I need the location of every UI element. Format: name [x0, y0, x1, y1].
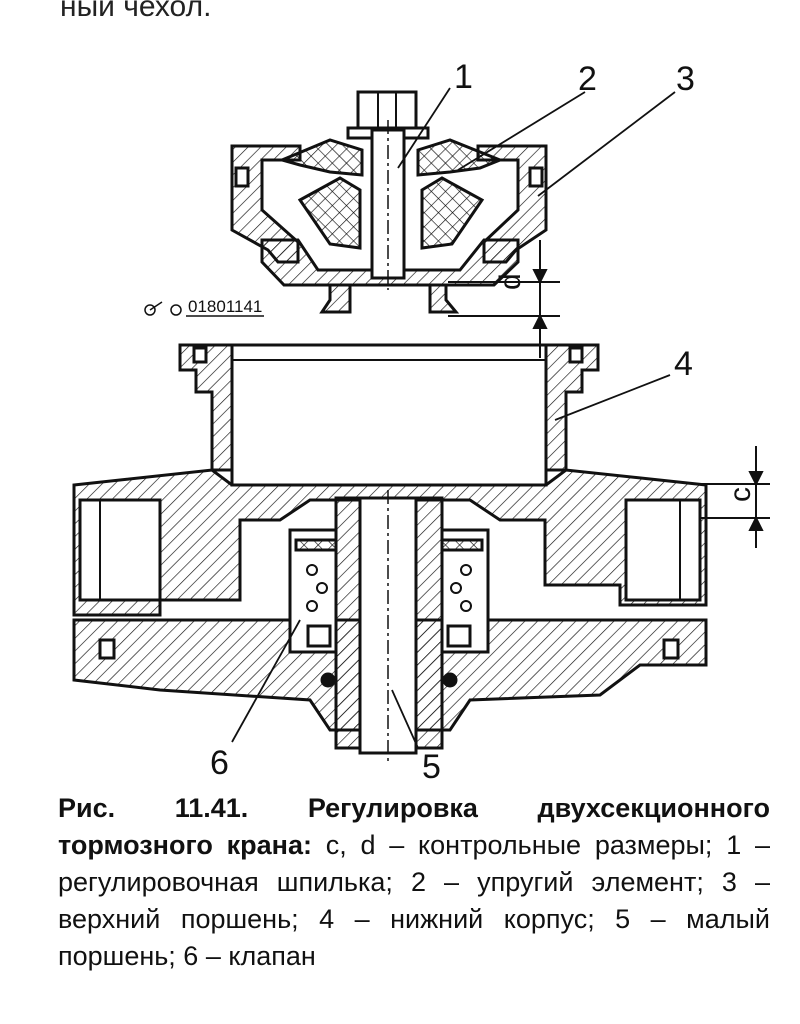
code-mark-icon — [144, 301, 264, 317]
callout-6: 6 — [210, 744, 229, 782]
dimension-d-label: d — [494, 273, 527, 290]
technical-drawing: d c 1 2 3 4 5 6 01801141 — [72, 58, 770, 786]
dimension-d — [448, 240, 560, 358]
leader-lines — [231, 87, 676, 749]
lower-housing — [72, 343, 708, 765]
figure-caption: Рис. 11.41. Регулировка двухсекционного … — [58, 790, 770, 975]
dimension-c — [700, 446, 770, 548]
callout-5: 5 — [422, 748, 441, 786]
caption-title: Рис. 11.41. Регулировка двухсекционного … — [58, 793, 770, 860]
callout-1: 1 — [454, 58, 473, 96]
callout-2: 2 — [578, 60, 597, 98]
figure-code-label: 01801141 — [188, 297, 262, 316]
callout-3: 3 — [676, 60, 695, 98]
page-text-fragment: ный чехол. — [60, 0, 212, 23]
caption-text: c, d – контрольные размеры; 1 – регулиро… — [58, 830, 770, 971]
upper-piston-assembly — [230, 90, 548, 314]
callout-4: 4 — [674, 345, 693, 383]
dimension-c-label: c — [724, 487, 757, 502]
